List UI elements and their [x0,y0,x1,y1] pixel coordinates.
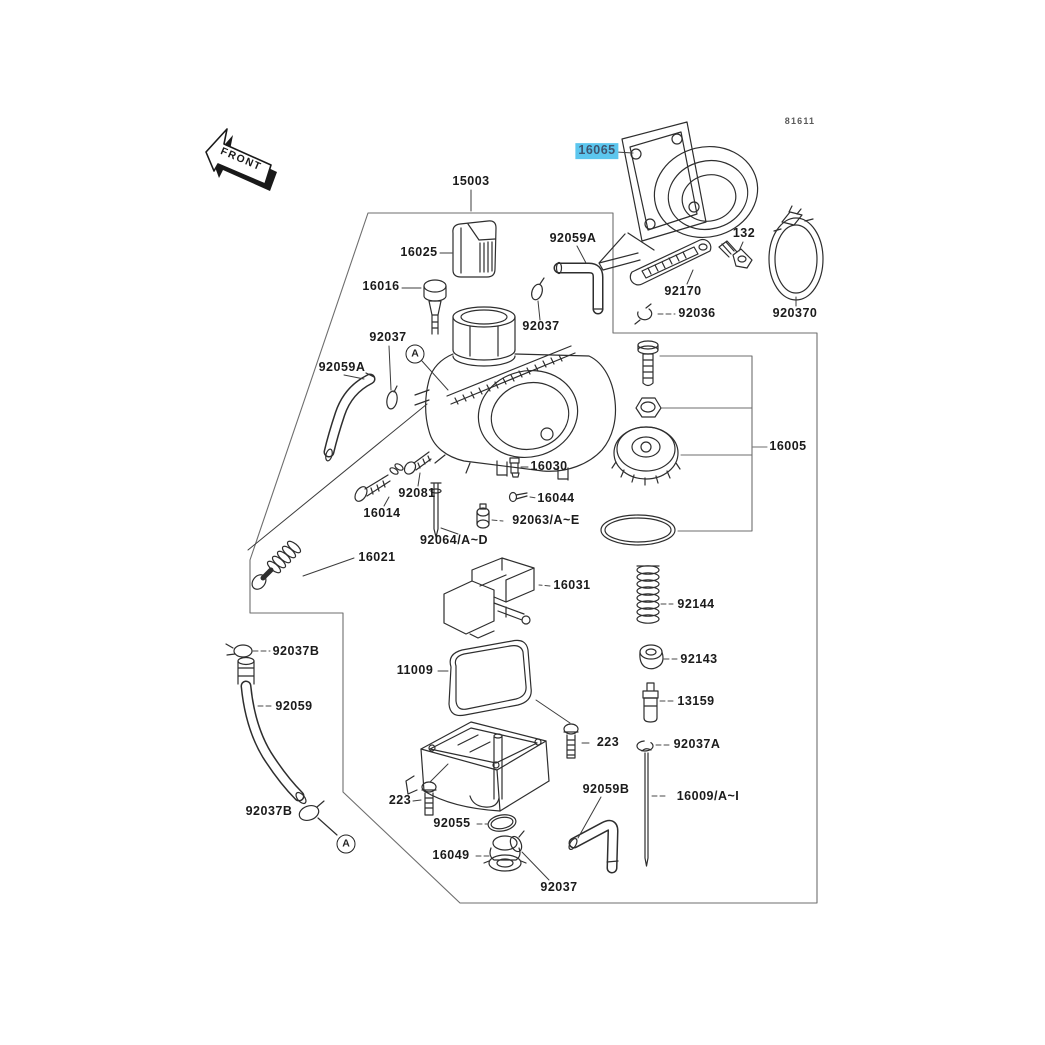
jet-13159-art [642,682,659,723]
part-label-92055[interactable]: 92055 [433,816,471,831]
top-cap-art [611,426,681,486]
intake-boot-16065-art [598,121,759,271]
oring-92055-art [487,814,517,832]
screw-223-right-art [563,723,579,759]
part-label-92143[interactable]: 92143 [680,652,718,667]
holder-92170-art [629,238,712,286]
clamp-92037b-bottom-art [298,800,338,836]
part-label-16014[interactable]: 16014 [363,506,401,521]
air-screw-16021-art [251,540,302,590]
detail-marker-a: A [405,344,425,364]
part-label-16031[interactable]: 16031 [553,578,591,593]
valve-16049-art [483,835,527,872]
holder-92143-art [639,644,664,670]
clip-92037-top-art [531,277,545,301]
part-label-92037[interactable]: 92037 [369,330,407,345]
hose-92059a-left-art [323,372,376,462]
clip-92037-mid-art [386,385,398,410]
assembly-outline [249,212,818,904]
spring-92144-art [636,565,660,624]
part-label-92037[interactable]: 92037 [522,319,560,334]
clip-92037-bottom-art [509,830,525,853]
part-label-132[interactable]: 132 [732,226,756,241]
part-label-92037A[interactable]: 92037A [673,737,721,752]
group-bracket-16005 [659,355,768,532]
jet-92063-art [476,503,490,529]
part-label-920370[interactable]: 920370 [772,306,818,321]
part-label-92059B[interactable]: 92059B [582,782,630,797]
float-bowl-art [405,721,550,812]
part-label-11009[interactable]: 11009 [396,663,434,678]
detail-marker-a: A [336,834,356,854]
part-label-92144[interactable]: 92144 [677,597,715,612]
part-label-16005[interactable]: 16005 [769,439,807,454]
part-label-92037B[interactable]: 92037B [245,804,293,819]
part-label-223[interactable]: 223 [596,735,620,750]
part-label-92059A[interactable]: 92059A [318,360,366,375]
part-label-92064-A-D[interactable]: 92064/A~D [419,533,489,548]
part-label-92081[interactable]: 92081 [398,486,436,501]
clip-92036-art [634,303,653,325]
part-label-92037B[interactable]: 92037B [272,644,320,659]
jet-16030-art [509,457,520,478]
ring-92037a-art [636,740,654,752]
clamp-92037b-top-art [225,643,253,658]
cap-bolt-art [637,340,659,387]
part-label-92063-A-E[interactable]: 92063/A~E [512,513,580,528]
screw-92081-art [403,451,432,475]
part-label-15003[interactable]: 15003 [452,174,490,189]
part-label-92037[interactable]: 92037 [540,880,578,895]
throttle-valve-16025-art [452,220,497,278]
doc-code: 81611 [784,116,816,127]
part-label-16030[interactable]: 16030 [530,459,568,474]
leader-lines-dashed [252,313,678,857]
part-label-92036[interactable]: 92036 [678,306,716,321]
part-label-223[interactable]: 223 [388,793,412,808]
cap-nut-art [635,397,662,418]
needle-valve-16016-art [423,279,447,335]
screw-16014-art [354,463,404,502]
part-label-92059A[interactable]: 92059A [549,231,597,246]
cap-oring-art [600,514,676,546]
part-label-16044[interactable]: 16044 [537,491,575,506]
part-label-16065[interactable]: 16065 [575,143,619,159]
leader-lines [247,151,797,881]
part-label-16049[interactable]: 16049 [432,848,470,863]
part-label-13159[interactable]: 13159 [677,694,715,709]
jet-needle-16009-art [641,748,652,867]
part-label-16025[interactable]: 16025 [400,245,438,260]
hose-92059a-top-art [553,261,604,315]
screw-223-left-art [421,781,437,816]
part-label-92059[interactable]: 92059 [275,699,313,714]
part-label-16021[interactable]: 16021 [358,550,396,565]
screw-16044-art [508,491,528,503]
gasket-11009-art [448,639,532,717]
float-16031-art [443,557,535,639]
part-label-16009-A-I[interactable]: 16009/A~I [676,789,740,804]
front-arrow-icon: FRONT [205,128,277,191]
hose-92059-art [237,656,307,805]
needle-92064-art [430,482,442,538]
part-label-16016[interactable]: 16016 [362,279,400,294]
carburetor-body-art [414,306,617,481]
part-label-92170[interactable]: 92170 [664,284,702,299]
hose-92059b-art [568,819,619,874]
